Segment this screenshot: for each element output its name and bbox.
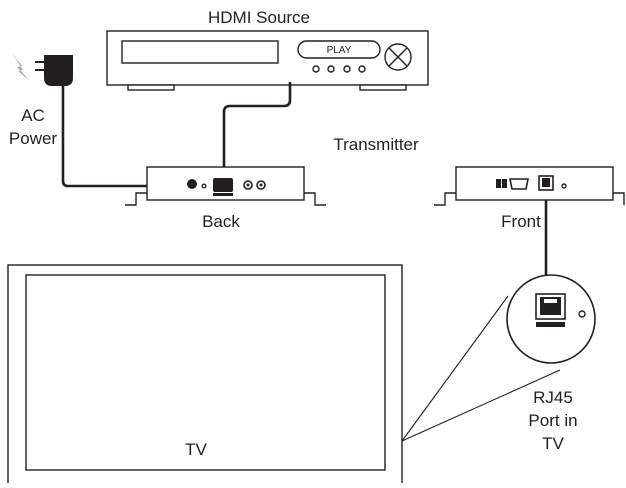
lightning-icon xyxy=(12,53,30,81)
rj45-label-line1: RJ45 xyxy=(533,388,573,407)
hdmi-port-tag xyxy=(213,193,233,196)
ir-port-2-core xyxy=(259,183,263,187)
tv-bezel xyxy=(7,264,403,488)
ir-port-1 xyxy=(243,180,253,190)
rj45-port-front-inner xyxy=(542,178,550,187)
power-dial xyxy=(384,43,412,71)
callout-line-bottom xyxy=(401,369,561,442)
front-label: Front xyxy=(501,212,541,231)
power-led xyxy=(201,183,207,189)
tv-screen xyxy=(25,274,386,471)
hdbaset-port-tag xyxy=(536,322,565,327)
tv-link-led xyxy=(578,310,586,318)
power-dial-mark xyxy=(388,47,408,67)
transmitter-back-device xyxy=(125,166,326,206)
ac-power-label-line2: Power xyxy=(9,129,58,148)
hdmi-source-body xyxy=(106,30,429,86)
mount-flange-left xyxy=(434,192,456,206)
source-foot-left xyxy=(127,84,175,91)
rj45-port-tv-latch xyxy=(544,299,557,303)
source-knob-1 xyxy=(312,65,320,73)
rj45-label-line3: TV xyxy=(542,434,564,453)
ir-port-1-core xyxy=(246,183,250,187)
ac-power-cable xyxy=(61,86,186,188)
source-knob-3 xyxy=(343,65,351,73)
rj45-zoom-callout xyxy=(506,274,596,364)
source-foot-right xyxy=(359,84,407,91)
source-knob-4 xyxy=(358,65,366,73)
dip-switch xyxy=(496,179,501,188)
dc-in-port xyxy=(187,179,197,189)
hdmi-source-display xyxy=(121,40,279,64)
transmitter-front-device xyxy=(434,166,625,206)
tv-label: TV xyxy=(185,440,207,459)
play-button-label: PLAY xyxy=(327,45,352,56)
rj45-label-line2: Port in xyxy=(528,411,577,430)
ac-power-adapter xyxy=(12,53,73,86)
mount-flange-right xyxy=(613,192,625,205)
transmitter-label: Transmitter xyxy=(333,135,419,154)
power-plug-icon xyxy=(44,55,73,86)
source-knob-2 xyxy=(327,65,335,73)
mount-flange-left xyxy=(125,192,147,206)
hdmi-cable xyxy=(222,82,292,182)
hdmi-in-port xyxy=(213,178,233,192)
callout-line-top xyxy=(401,295,509,442)
hdmi-source-label: HDMI Source xyxy=(208,8,310,27)
dip-switch xyxy=(502,179,507,188)
hdmi-source-device: PLAY xyxy=(106,30,429,91)
play-button xyxy=(297,40,381,59)
mount-flange-right xyxy=(304,192,326,206)
transmitter-front-body xyxy=(455,166,614,201)
link-led xyxy=(561,183,567,189)
rs232-port xyxy=(509,178,529,190)
tv-device xyxy=(7,264,403,488)
ac-power-label-line1: AC xyxy=(21,106,45,125)
back-label: Back xyxy=(202,212,240,231)
ir-port-2 xyxy=(256,180,266,190)
